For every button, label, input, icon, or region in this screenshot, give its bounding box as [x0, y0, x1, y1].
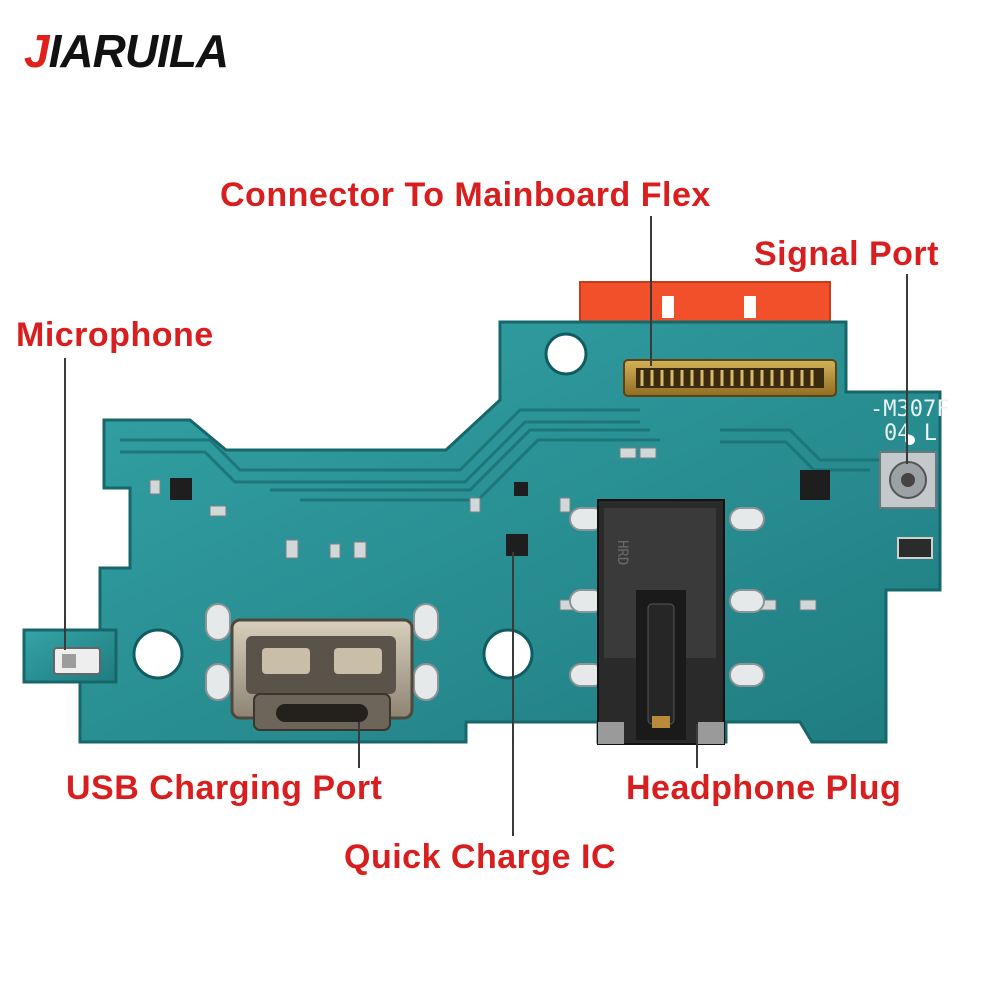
label-headphone-plug: Headphone Plug [626, 769, 902, 807]
label-usb-charging-port: USB Charging Port [66, 769, 383, 807]
mainboard-connector [623, 359, 837, 397]
leader-headphone [696, 724, 698, 768]
leader-microphone [64, 358, 66, 650]
label-quick-charge-ic: Quick Charge IC [344, 838, 617, 876]
label-connector-to-mainboard-flex: Connector To Mainboard Flex [220, 176, 711, 214]
usb-port-component [230, 618, 414, 731]
brand-logo-initial: J [24, 25, 50, 77]
leader-connector [650, 216, 652, 366]
leader-quick-charge [512, 552, 514, 836]
headphone-jack-component: HRD [597, 499, 725, 745]
silkscreen-revision: 04 L [884, 421, 937, 446]
silkscreen-model: -M307F [870, 397, 949, 422]
brand-logo: JIARUILA [24, 25, 230, 77]
brand-logo-rest: IARUILA [48, 25, 230, 77]
microphone-component [53, 647, 101, 675]
label-signal-port: Signal Port [754, 235, 939, 273]
label-microphone: Microphone [16, 316, 214, 354]
jack-molding-text: HRD [614, 540, 630, 565]
leader-usb [358, 722, 360, 768]
leader-signal-port [906, 274, 908, 464]
signal-port-component [879, 451, 937, 509]
